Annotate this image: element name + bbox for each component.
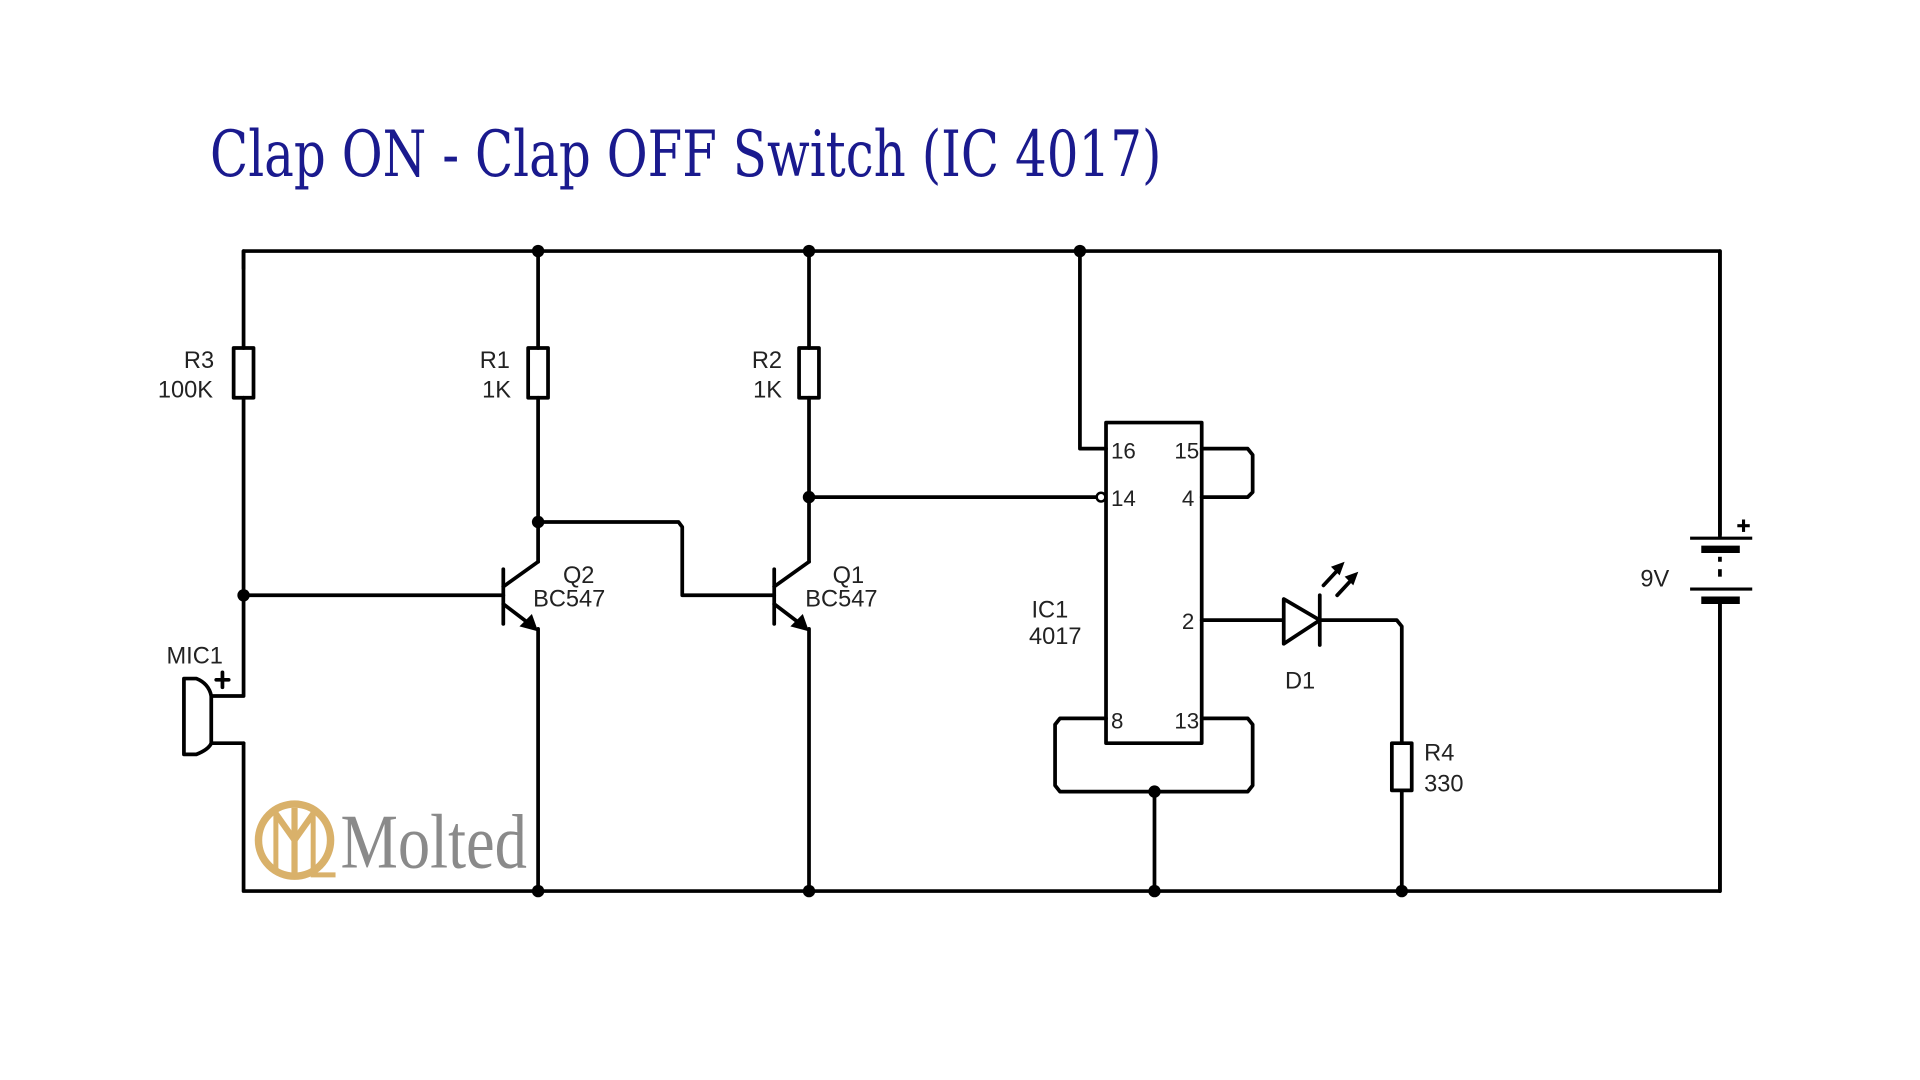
r3-resistor: [231, 346, 256, 400]
junction-node: [531, 884, 545, 898]
mic-top-wire: [209, 395, 246, 698]
diagram-title: Clap ON - Clap OFF Switch (IC 4017): [210, 118, 1162, 192]
battery-icon: [1690, 249, 1753, 893]
r3-value: 100K: [158, 378, 213, 404]
mic-ref: MIC1: [167, 644, 223, 670]
r1-ref: R1: [480, 348, 510, 374]
ic-vdd-wire: [1078, 249, 1108, 451]
reset-loop-wire: [1199, 446, 1255, 499]
inverter-bubble-icon: [1095, 491, 1107, 503]
pin-16-label: 16: [1111, 439, 1136, 464]
junction-node: [1148, 884, 1161, 898]
molted-logo: [254, 800, 336, 880]
q1-value: BC547: [805, 586, 877, 612]
molted-watermark-text: Molted: [341, 798, 527, 884]
microphone-icon: [182, 676, 214, 757]
q1-transistor-icon: [772, 559, 811, 632]
pin-4-label: 4: [1182, 486, 1194, 511]
r4-value: 330: [1424, 772, 1463, 798]
junction-node: [237, 589, 250, 602]
ic-value: 4017: [1029, 624, 1082, 650]
r4-resistor: [1389, 741, 1414, 793]
r2-resistor: [797, 346, 821, 400]
r1-resistor: [526, 346, 550, 400]
top-rail-wire: [241, 249, 1722, 537]
q2-transistor-icon: [501, 559, 540, 632]
r3-ref: R3: [184, 348, 214, 374]
junction-node: [531, 244, 545, 258]
junction-node: [1395, 884, 1408, 898]
r4-ref: R4: [1424, 741, 1454, 767]
pin-2-label: 2: [1182, 609, 1194, 634]
led-icon: [1281, 561, 1359, 647]
pin-15-label: 15: [1174, 439, 1199, 464]
pin-13-label: 13: [1174, 708, 1199, 733]
ic-ref: IC1: [1031, 598, 1068, 624]
q1-ref: Q1: [833, 563, 865, 589]
led-cathode-wire: [1317, 618, 1404, 746]
pin-8-label: 8: [1111, 708, 1123, 733]
pin-14-label: 14: [1111, 486, 1136, 511]
junction-node: [802, 244, 816, 258]
q2-ref: Q2: [563, 563, 595, 589]
q2-value: BC547: [533, 586, 605, 612]
battery-value: 9V: [1640, 567, 1669, 593]
q1-base-wire: [536, 520, 777, 598]
r1-value: 1K: [482, 378, 511, 404]
junction-node: [802, 884, 816, 898]
junction-node: [1073, 244, 1087, 258]
ic-4017-body: [1104, 420, 1204, 746]
r2-value: 1K: [753, 378, 782, 404]
ground-loop-wire: [1053, 716, 1255, 794]
d1-ref: D1: [1285, 669, 1315, 695]
r2-ref: R2: [752, 348, 782, 374]
